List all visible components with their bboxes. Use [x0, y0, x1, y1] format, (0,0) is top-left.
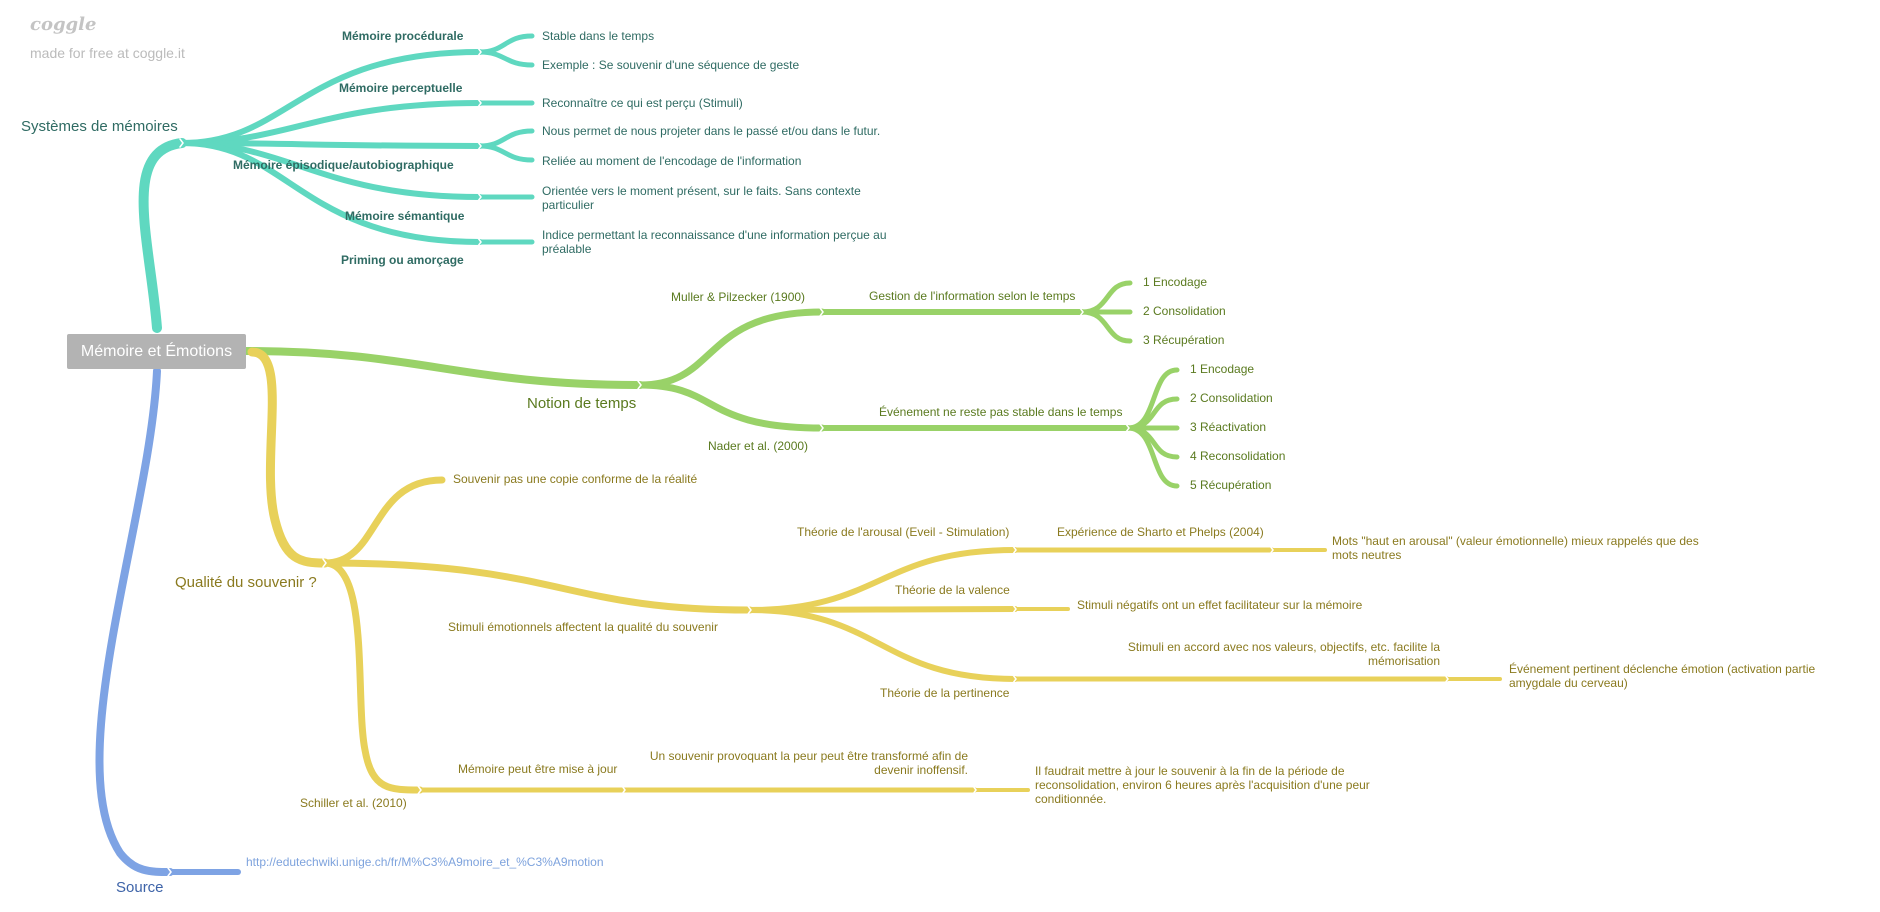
node-source[interactable]: Source	[116, 879, 164, 896]
leaf-reconnaitre-percu[interactable]: Reconnaître ce qui est perçu (Stimuli)	[542, 96, 743, 110]
leaf-stimuli-negatifs[interactable]: Stimuli négatifs ont un effet facilitate…	[1077, 598, 1363, 612]
node-evenement-instable[interactable]: Événement ne reste pas stable dans le te…	[879, 405, 1123, 419]
node-memoire-perceptuelle[interactable]: Mémoire perceptuelle	[339, 81, 463, 95]
branch-root-qualite	[247, 347, 330, 568]
leaf-nader-consolidation[interactable]: 2 Consolidation	[1190, 391, 1273, 405]
branches-source	[95, 367, 241, 876]
node-experience-sharto-phelps[interactable]: Expérience de Sharto et Phelps (2004)	[1057, 525, 1264, 539]
branch-root-source	[95, 367, 174, 876]
branch-stimuli	[321, 559, 754, 614]
leaf-muller-encodage[interactable]: 1 Encodage	[1143, 275, 1208, 289]
leaf-projeter	[477, 128, 535, 149]
node-memoire-procedurale[interactable]: Mémoire procédurale	[342, 29, 464, 43]
branch-priming	[179, 140, 483, 245]
node-gestion-information[interactable]: Gestion de l'information selon le temps	[869, 289, 1076, 303]
branch-root-temps	[242, 347, 644, 389]
leaf-reliee	[477, 143, 535, 163]
leaf-orientee-present[interactable]: Orientée vers le moment présent, sur le …	[542, 184, 861, 212]
branch-muller	[636, 308, 826, 389]
node-chevrons	[167, 47, 1449, 877]
leaf-m1	[1079, 280, 1133, 315]
root-node[interactable]: Mémoire et Émotions	[67, 334, 246, 369]
node-systemes-memoires[interactable]: Systèmes de mémoires	[21, 118, 178, 135]
leaf-nader-recuperation[interactable]: 5 Récupération	[1190, 478, 1272, 492]
node-notion-temps[interactable]: Notion de temps	[527, 395, 637, 412]
branch-schiller	[321, 559, 424, 794]
node-muller-pilzecker[interactable]: Muller & Pilzecker (1900)	[671, 290, 806, 304]
node-nader-2000[interactable]: Nader et al. (2000)	[708, 439, 809, 453]
branch-pertinence	[747, 607, 1018, 682]
leaf-reliee-encodage[interactable]: Reliée au moment de l'encodage de l'info…	[542, 154, 802, 168]
leaf-stable	[477, 33, 535, 55]
leaf-mots-haut-arousal[interactable]: Mots "haut en arousal" (valeur émotionne…	[1332, 534, 1699, 562]
node-theorie-valence[interactable]: Théorie de la valence	[895, 583, 1010, 597]
leaf-nader-reactivation[interactable]: 3 Réactivation	[1190, 420, 1267, 434]
node-theorie-pertinence[interactable]: Théorie de la pertinence	[880, 686, 1010, 700]
leaf-mettre-a-jour-reconsolidation[interactable]: Il faudrait mettre à jour le souvenir à …	[1035, 764, 1370, 806]
coggle-logo[interactable]: coggle	[30, 14, 97, 35]
node-stimuli-accord-valeurs[interactable]: Stimuli en accord avec nos valeurs, obje…	[1127, 640, 1440, 668]
leaf-indice-reconnaissance[interactable]: Indice permettant la reconnaissance d'un…	[542, 228, 887, 256]
leaf-exemple	[477, 49, 535, 68]
leaf-projeter-passe-futur[interactable]: Nous permet de nous projeter dans le pas…	[542, 124, 881, 138]
leaf-muller-recuperation[interactable]: 3 Récupération	[1143, 333, 1225, 347]
branches-qualite	[247, 347, 1502, 794]
leaf-stable-temps[interactable]: Stable dans le temps	[542, 29, 655, 43]
node-qualite-souvenir[interactable]: Qualité du souvenir ?	[175, 574, 317, 591]
node-stimuli-emotionnels[interactable]: Stimuli émotionnels affectent la qualité…	[448, 620, 718, 634]
leaf-m3	[1079, 309, 1133, 344]
branch-valence	[747, 606, 1018, 613]
source-link[interactable]: http://edutechwiki.unige.ch/fr/M%C3%A9mo…	[246, 855, 604, 869]
leaf-muller-consolidation[interactable]: 2 Consolidation	[1143, 304, 1226, 318]
leaf-exemple-geste[interactable]: Exemple : Se souvenir d'une séquence de …	[542, 58, 800, 72]
leaf-evenement-pertinent[interactable]: Événement pertinent déclenche émotion (a…	[1509, 662, 1816, 690]
made-for-free-text: made for free at coggle.it	[30, 45, 185, 61]
node-souvenir-peur-transforme[interactable]: Un souvenir provoquant la peur peut être…	[649, 749, 968, 777]
branch-nader	[636, 381, 826, 432]
leaf-n5	[1125, 425, 1180, 489]
leaf-nader-reconsolidation[interactable]: 4 Reconsolidation	[1190, 449, 1286, 463]
branch-arousal	[747, 547, 1018, 613]
node-priming-amorcage[interactable]: Priming ou amorçage	[341, 253, 464, 267]
branch-procedurale	[179, 49, 483, 146]
branch-root-systemes	[138, 138, 187, 333]
node-schiller-2010[interactable]: Schiller et al. (2010)	[300, 796, 407, 810]
node-memoire-mise-a-jour[interactable]: Mémoire peut être mise à jour	[458, 762, 618, 776]
branch-copie	[321, 476, 446, 567]
node-memoire-semantique[interactable]: Mémoire sémantique	[345, 209, 465, 223]
node-memoire-episodique[interactable]: Mémoire épisodique/autobiographique	[233, 158, 454, 172]
node-souvenir-copie[interactable]: Souvenir pas une copie conforme de la ré…	[453, 472, 698, 486]
branches-systemes	[138, 33, 535, 333]
node-theorie-arousal[interactable]: Théorie de l'arousal (Eveil - Stimulatio…	[797, 525, 1010, 539]
leaf-nader-encodage[interactable]: 1 Encodage	[1190, 362, 1255, 376]
branches-temps	[242, 280, 1180, 489]
